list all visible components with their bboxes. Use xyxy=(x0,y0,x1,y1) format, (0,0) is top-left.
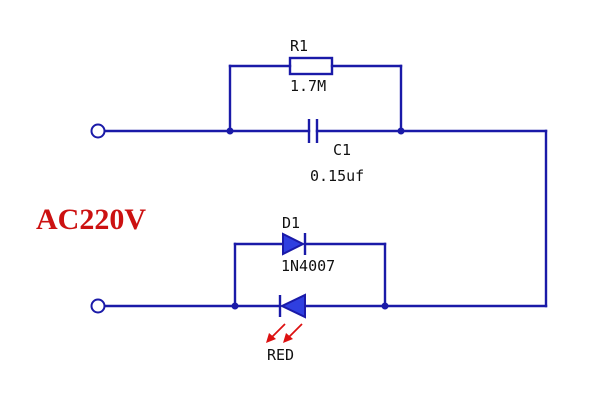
junction-dot xyxy=(381,302,389,310)
c1-designator: C1 xyxy=(333,141,351,159)
led-color-label: RED xyxy=(267,346,294,364)
input-terminal-bottom xyxy=(90,298,106,314)
junction-dot xyxy=(231,302,239,310)
junction-dot xyxy=(226,127,234,135)
diode-d1-body xyxy=(282,232,306,256)
c1-value: 0.15uf xyxy=(310,167,364,185)
source-voltage-label: AC220V xyxy=(36,203,146,236)
led-body xyxy=(279,293,306,319)
led-emission-arrowhead xyxy=(283,333,293,343)
input-terminal-top xyxy=(90,123,106,139)
d1-part-number: 1N4007 xyxy=(281,257,335,275)
led-emission-arrowhead xyxy=(266,333,276,343)
junction-dot xyxy=(397,127,405,135)
r1-value: 1.7M xyxy=(290,77,326,95)
r1-designator: R1 xyxy=(290,37,308,55)
d1-designator: D1 xyxy=(282,214,300,232)
resistor-r1 xyxy=(288,56,334,76)
